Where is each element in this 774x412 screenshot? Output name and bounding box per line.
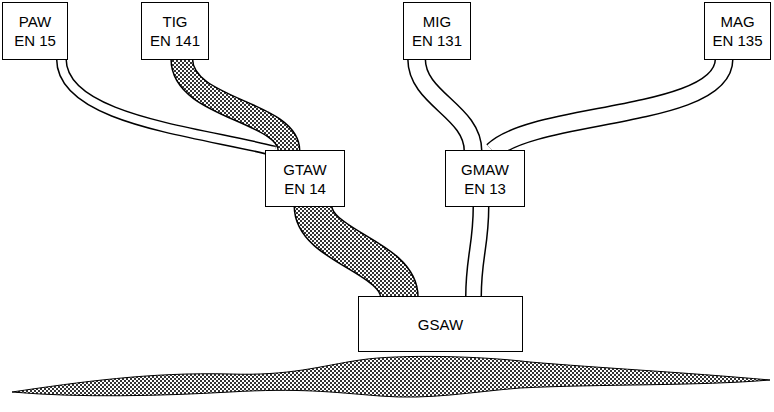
branch-fill [313,206,399,297]
standard-number: EN 13 [464,179,506,198]
standard-number: EN 131 [412,31,462,50]
branch-connector [474,206,482,297]
branch-outline [493,59,724,151]
standard-number: EN 135 [712,31,762,50]
process-name: GSAW [418,315,463,334]
process-name: MIG [423,12,451,31]
process-name: GTAW [283,160,326,179]
branch-outline [474,206,482,297]
standard-number: EN 141 [150,31,200,50]
branch-fill [474,206,482,297]
branch-fill [182,59,289,151]
process-name: PAW [19,12,52,31]
process-name: GMAW [461,160,509,179]
branch-outline [313,206,399,297]
branch-fill [417,59,473,151]
branch-outline [182,59,289,151]
process-box: MAGEN 135 [704,2,771,60]
process-box: MIGEN 131 [403,2,471,60]
ground-band [12,356,770,397]
branch-connector [417,59,473,151]
process-name: TIG [163,12,188,31]
branch-connector [313,206,399,297]
process-box: GTAWEN 14 [265,150,345,207]
standard-number: EN 15 [14,31,56,50]
standard-number: EN 14 [284,179,326,198]
process-box: PAWEN 15 [2,2,68,60]
branch-connector [493,59,724,151]
branch-fill [493,59,724,151]
branch-outline [417,59,473,151]
process-name: MAG [720,12,754,31]
process-box: TIGEN 141 [141,2,209,60]
branch-connector [182,59,289,151]
process-box: GSAW [358,296,523,352]
process-box: GMAWEN 13 [445,150,525,207]
